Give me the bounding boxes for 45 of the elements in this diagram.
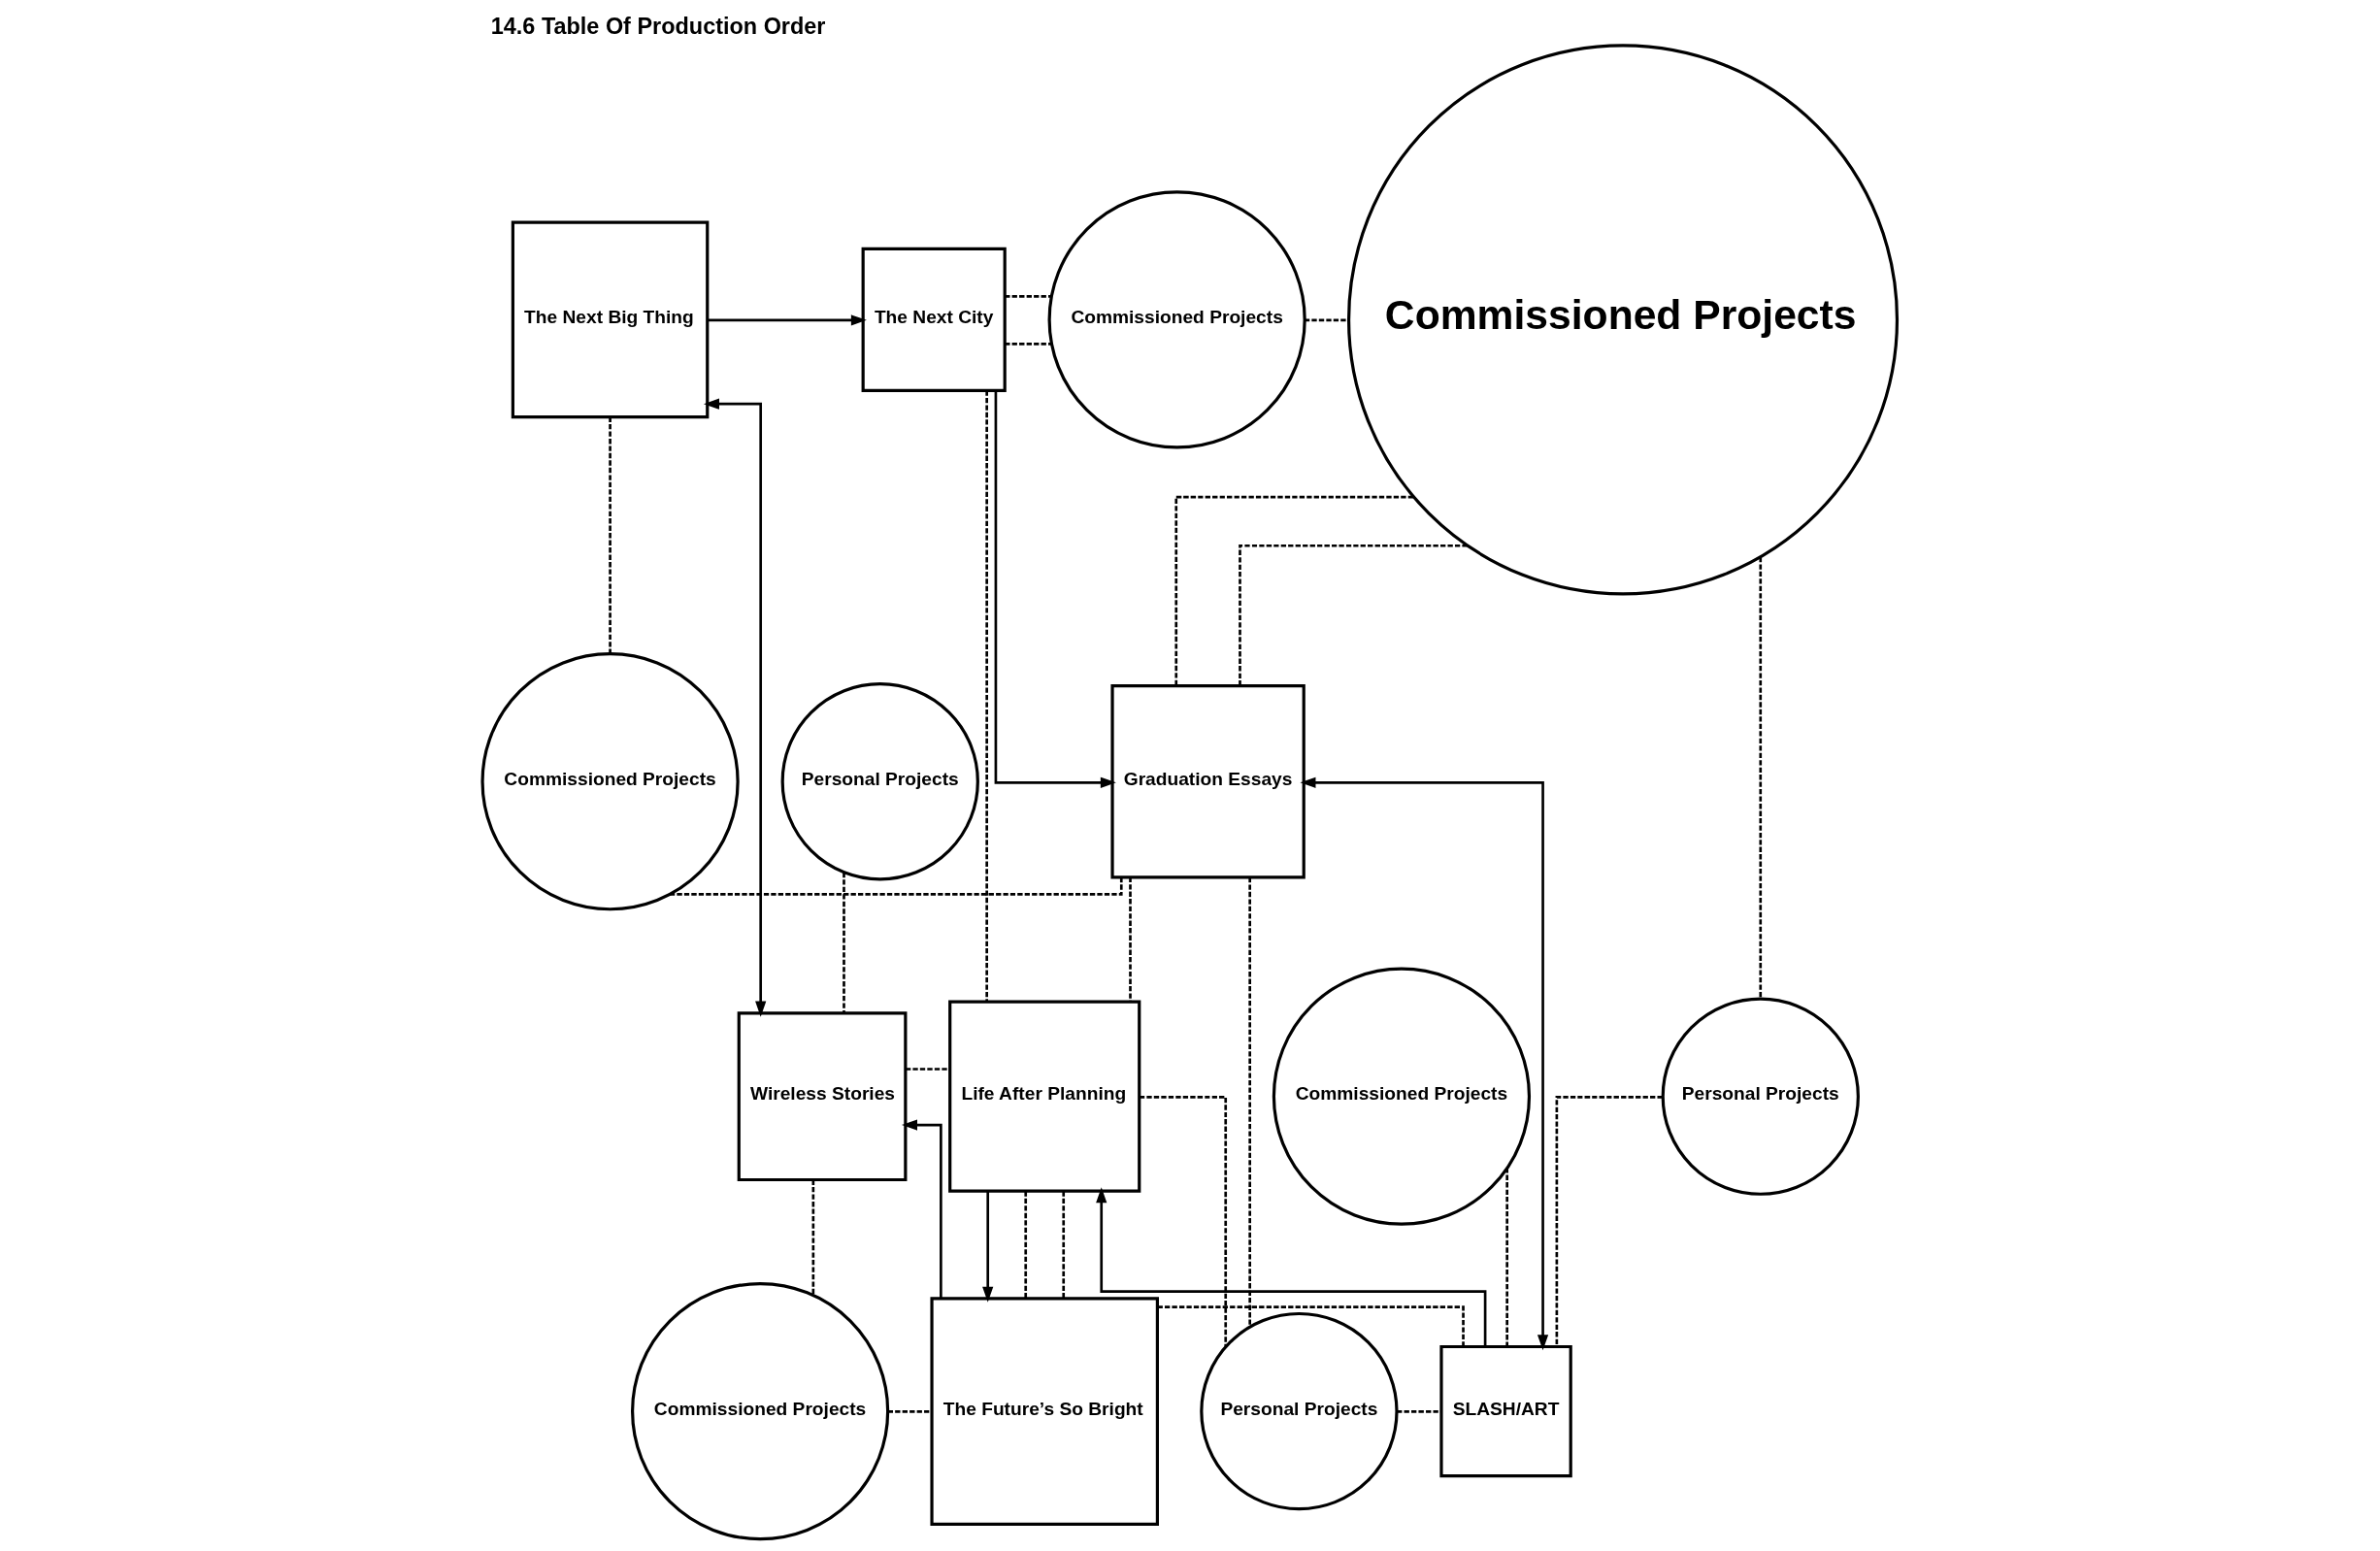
arrow [708,314,867,326]
connector [670,877,1123,896]
connector [1239,544,1468,686]
node-circle: Personal Projects [1200,1311,1399,1511]
connector [1005,343,1052,346]
connector [1759,557,1763,999]
node-box: The Next City [861,247,1007,392]
connector [1174,495,1414,686]
arrow [982,1191,994,1303]
arrow [1300,776,1549,1351]
node-box: Wireless Stories [737,1011,908,1182]
node-box: Graduation Essays [1110,684,1306,879]
node-circle: Personal Projects [780,682,979,881]
connector [906,1068,950,1071]
connector [1248,877,1251,1327]
node-circle: Commissioned Projects [631,1282,890,1541]
connector [1024,1191,1028,1299]
connector [985,390,988,1003]
connector [609,416,612,654]
node-circle: Commissioned Projects [480,652,740,911]
connector [1505,1168,1508,1347]
connector [1157,1305,1465,1347]
node-box: The Next Big Thing [511,220,710,419]
node-circle: Commissioned Projects [1272,967,1532,1226]
connector [1555,1096,1663,1347]
node-box: The Future’s So Bright [930,1297,1159,1526]
connector [1129,876,1132,1003]
diagram-title: 14.6 Table Of Production Order [490,13,826,39]
arrow [1096,1187,1487,1347]
node-circle: Personal Projects [1661,997,1860,1196]
connector [1139,1096,1228,1347]
arrow [902,1119,942,1299]
arrow [994,390,1116,788]
node-circle: Commissioned Projects [1047,190,1306,449]
node-box: Life After Planning [948,1000,1141,1193]
node-circle: Commissioned Projects [1347,44,1900,596]
arrow [703,398,767,1017]
connector [843,873,845,1013]
connector [887,1410,932,1413]
connector [1397,1410,1441,1413]
connector [1305,318,1348,322]
node-box: SLASH/ART [1439,1344,1572,1478]
connector [1062,1191,1066,1299]
connector [811,1179,815,1296]
connector [1005,295,1052,298]
